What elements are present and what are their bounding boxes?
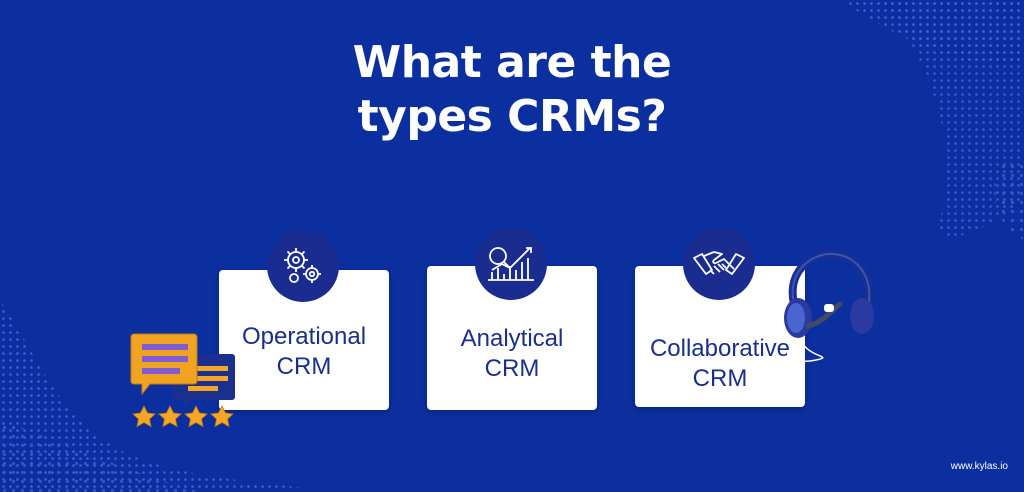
card-label-line-2: CRM xyxy=(692,365,748,392)
card-label-line-2: CRM xyxy=(484,355,540,382)
headset-icon xyxy=(784,249,874,363)
handshake-icon xyxy=(683,228,755,300)
card-label-line-1: Collaborative xyxy=(649,335,791,362)
star-icon xyxy=(184,405,208,428)
analytics-chart-icon xyxy=(475,228,547,300)
star-icon xyxy=(210,405,234,428)
card-label-line-1: Analytical xyxy=(460,325,564,352)
card-label-line-2: CRM xyxy=(276,353,332,380)
page-title: What are the types CRMs? xyxy=(0,36,1024,144)
gears-icon xyxy=(267,230,339,302)
star-icon xyxy=(132,405,156,428)
card-label-line-1: Operational xyxy=(241,323,367,350)
title-line-2: types CRMs? xyxy=(357,91,667,142)
footer-url: www.kylas.io xyxy=(950,461,1008,472)
star-icon xyxy=(158,405,182,428)
title-line-1: What are the xyxy=(352,37,672,88)
chat-review-icon xyxy=(130,333,235,428)
